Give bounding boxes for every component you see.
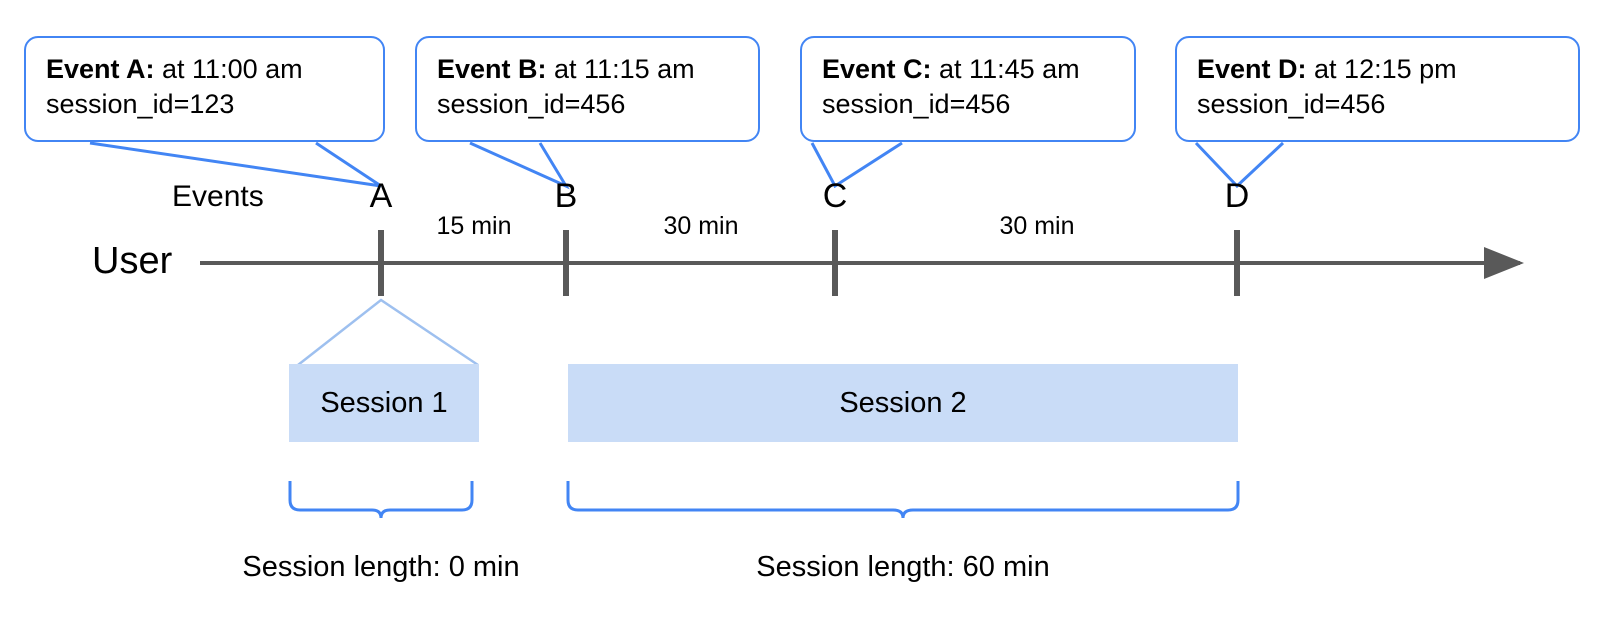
gap-label-c-d: 30 min	[999, 212, 1075, 240]
event-label-c: C	[822, 177, 848, 215]
callout-b-time: at 11:15 am	[546, 54, 695, 84]
callout-c-time: at 11:45 am	[931, 54, 1080, 84]
callout-d-session-id: session_id=456	[1197, 89, 1386, 120]
callout-event-d: Event D: at 12:15 pm session_id=456	[1175, 36, 1580, 142]
callout-c-session-id: session_id=456	[822, 89, 1011, 120]
session-2-brace	[566, 481, 1240, 519]
gap-label-a-b: 15 min	[436, 212, 512, 240]
callout-event-a: Event A: at 11:00 am session_id=123	[24, 36, 385, 142]
callout-a-lead: Event A:	[46, 54, 155, 84]
event-label-d: D	[1224, 177, 1250, 215]
gap-label-b-c: 30 min	[663, 212, 739, 240]
session-1-length-label: Session length: 0 min	[242, 551, 520, 583]
callout-c-lead: Event C:	[822, 54, 932, 84]
session-2-length-label: Session length: 60 min	[756, 551, 1050, 583]
session-bar-1-label: Session 1	[320, 386, 448, 419]
session-bar-2: Session 2	[568, 364, 1238, 442]
callout-a-time: at 11:00 am	[154, 54, 303, 84]
session-bar-1: Session 1	[289, 364, 479, 442]
lane-label-events: Events	[172, 180, 264, 213]
callout-b-lead: Event B:	[437, 54, 547, 84]
session-1-funnel	[297, 298, 479, 367]
lane-label-user: User	[92, 240, 173, 282]
callout-a-session-id: session_id=123	[46, 89, 235, 120]
callout-d-lead: Event D:	[1197, 54, 1307, 84]
callout-event-b: Event B: at 11:15 am session_id=456	[415, 36, 760, 142]
event-label-b: B	[554, 177, 578, 215]
event-label-a: A	[369, 177, 393, 215]
callout-d-time: at 12:15 pm	[1306, 54, 1457, 84]
callout-b-session-id: session_id=456	[437, 89, 626, 120]
session-bar-2-label: Session 2	[839, 386, 967, 419]
session-1-brace	[288, 481, 474, 519]
callout-event-c: Event C: at 11:45 am session_id=456	[800, 36, 1136, 142]
